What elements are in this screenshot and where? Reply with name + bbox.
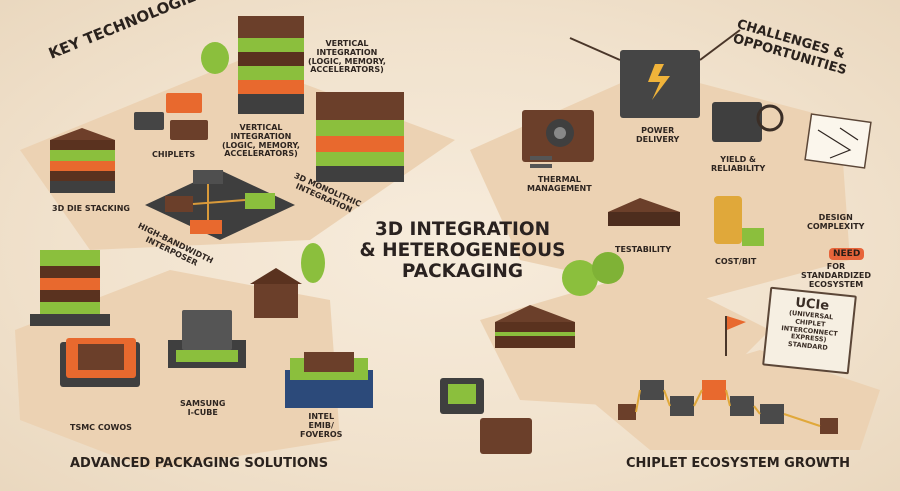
garden-chip xyxy=(495,252,624,348)
monolithic-block xyxy=(316,92,404,182)
ucie-sign: UCIe (UNIVERSAL CHIPLET INTERCONNECT EXP… xyxy=(762,286,857,375)
interposer-board xyxy=(145,170,295,240)
label-cost: COST/BIT xyxy=(715,257,757,266)
vertical-integration-stack xyxy=(238,16,304,114)
hut-and-trees xyxy=(201,42,325,318)
intel-emib-chip xyxy=(285,352,373,408)
design-board xyxy=(804,113,872,169)
section-chiplet-ecosystem: CHIPLET ECOSYSTEM GROWTH xyxy=(626,456,850,471)
label-die-stacking: 3D DIE STACKING xyxy=(52,204,130,213)
need-badge: NEED xyxy=(829,248,865,260)
testability-chip xyxy=(608,198,680,226)
main-title: 3D INTEGRATION & HETEROGENEOUS PACKAGING xyxy=(359,219,566,282)
samsung-icube-chip xyxy=(168,310,246,368)
packaging-stack xyxy=(30,250,110,326)
power-box xyxy=(569,29,741,118)
tsmc-cowos-chip xyxy=(60,338,140,387)
label-chiplets: CHIPLETS xyxy=(152,150,196,159)
die-stack-chip xyxy=(50,128,115,193)
label-tsmc: TSMC CoWoS xyxy=(70,423,132,432)
yield-box xyxy=(712,102,784,142)
label-yield: YIELD &RELIABILITY xyxy=(711,155,766,173)
ecosystem-chips xyxy=(440,316,838,454)
coin-stack xyxy=(714,196,764,246)
section-advanced-packaging: ADVANCED PACKAGING SOLUTIONS xyxy=(70,456,329,471)
label-testability: TESTABILITY xyxy=(615,245,672,254)
thermal-unit xyxy=(522,110,594,168)
chiplets-group xyxy=(134,93,208,140)
